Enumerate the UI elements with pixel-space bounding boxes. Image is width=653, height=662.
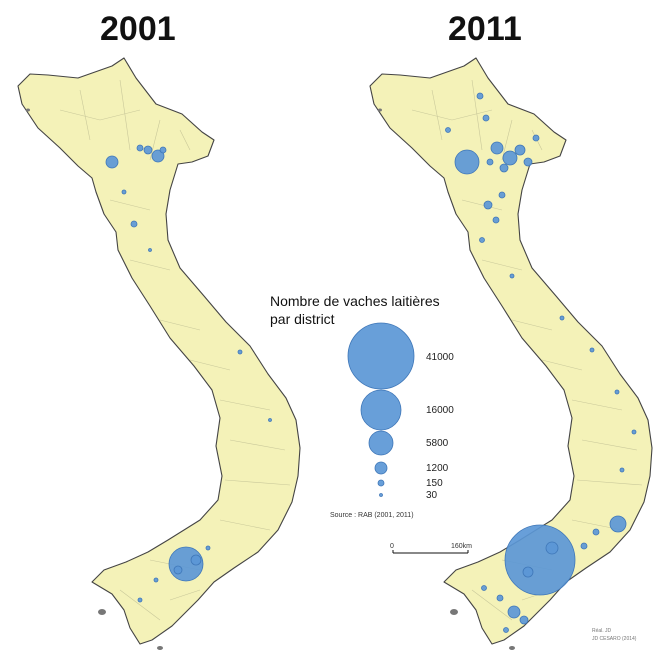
bubble-central-small <box>148 248 152 252</box>
bubble-central-small <box>509 273 515 279</box>
bubble-central-small <box>631 429 637 435</box>
bubble-central-small <box>237 349 243 355</box>
bubble-north-small <box>479 237 485 243</box>
bubble-north-hanoi-cluster <box>490 141 504 155</box>
bubble-north-moc-chau <box>105 155 119 169</box>
legend-bubble-30 <box>379 493 383 497</box>
legend-bubble-41000 <box>347 322 415 390</box>
bubble-north-small <box>532 134 540 142</box>
country-outline <box>17 57 301 645</box>
bubble-north-small <box>483 200 493 210</box>
credit-line2: JD CESARO (2014) <box>592 636 637 642</box>
bubble-north-hanoi <box>151 149 165 163</box>
bubble-south-small <box>580 542 588 550</box>
legend-bubble-1200 <box>374 461 388 475</box>
bubble-south-small <box>137 597 143 603</box>
bubble-north-hanoi-cluster <box>523 157 533 167</box>
district-bubbles <box>445 92 637 633</box>
bubble-south-small <box>205 545 211 551</box>
bubble-central-small <box>614 389 620 395</box>
bubble-central-small <box>268 418 272 422</box>
legend-bubble-16000 <box>360 389 402 431</box>
bubble-south-small <box>153 577 159 583</box>
legend-value-16000: 16000 <box>426 405 454 416</box>
credit: Réal. JD JD CESARO (2014) <box>592 628 637 642</box>
bubble-south-hcmc-cluster <box>190 554 202 566</box>
legend-value-150: 150 <box>426 478 443 489</box>
bubble-south-hcmc-cluster <box>545 541 559 555</box>
bubble-north-hanoi-cluster <box>143 145 153 155</box>
legend-bubble-5800 <box>368 430 394 456</box>
legend-value-5800: 5800 <box>426 438 449 449</box>
legend-bubble-150 <box>377 479 385 487</box>
legend: Nombre de vaches laitières par district … <box>270 293 454 519</box>
bubble-north-hanoi-cluster <box>159 146 167 154</box>
bubble-south-mekong <box>507 605 521 619</box>
bubble-north-hanoi-cluster <box>499 163 509 173</box>
bubble-north-moc-chau <box>454 149 480 175</box>
bubble-north-small <box>498 191 506 199</box>
legend-title-line2: par district <box>270 311 335 327</box>
bubble-north-small <box>476 92 484 100</box>
bubble-south-hcmc-cluster <box>173 565 183 575</box>
bubble-north-small <box>482 114 490 122</box>
bubble-central-small <box>619 467 625 473</box>
year-title-2011: 2011 <box>448 10 522 48</box>
islands <box>26 108 163 650</box>
map-2001 <box>17 57 301 650</box>
bubble-north-hanoi-cluster <box>502 150 518 166</box>
bubble-north-small <box>445 127 451 133</box>
bubble-south-mekong <box>503 627 509 633</box>
legend-source: Source : RAB (2001, 2011) <box>330 512 414 519</box>
bubble-south-hcmc <box>504 524 576 596</box>
legend-value-1200: 1200 <box>426 463 449 474</box>
legend-title-line1: Nombre de vaches laitières <box>270 293 440 309</box>
bubble-south-mekong <box>481 585 487 591</box>
bubble-south-mekong <box>519 615 529 625</box>
year-title-2001: 2001 <box>100 10 176 48</box>
bubble-south-lam-dong <box>609 515 627 533</box>
district-bubbles <box>105 144 272 603</box>
islands <box>378 108 515 650</box>
bubble-north-hanoi-cluster <box>514 144 526 156</box>
bubble-north-hanoi-cluster <box>136 144 144 152</box>
bubble-south-hcmc-cluster <box>522 566 534 578</box>
bubble-south-small <box>592 528 600 536</box>
legend-value-41000: 41000 <box>426 352 454 363</box>
bubble-central-small <box>559 315 565 321</box>
bubble-south-mekong <box>496 594 504 602</box>
bubble-north-small <box>121 189 127 195</box>
scale-bar-start-label: 0 <box>390 543 394 550</box>
bubble-north-hanoi-cluster <box>486 158 494 166</box>
bubble-north-small <box>492 216 500 224</box>
map-2011 <box>369 57 653 650</box>
scale-bar: 0 160km <box>390 543 472 554</box>
bubble-north-small <box>130 220 138 228</box>
scale-bar-end-label: 160km <box>451 543 472 550</box>
credit-line1: Réal. JD <box>592 628 612 634</box>
legend-value-30: 30 <box>426 490 438 501</box>
bubble-central-small <box>589 347 595 353</box>
